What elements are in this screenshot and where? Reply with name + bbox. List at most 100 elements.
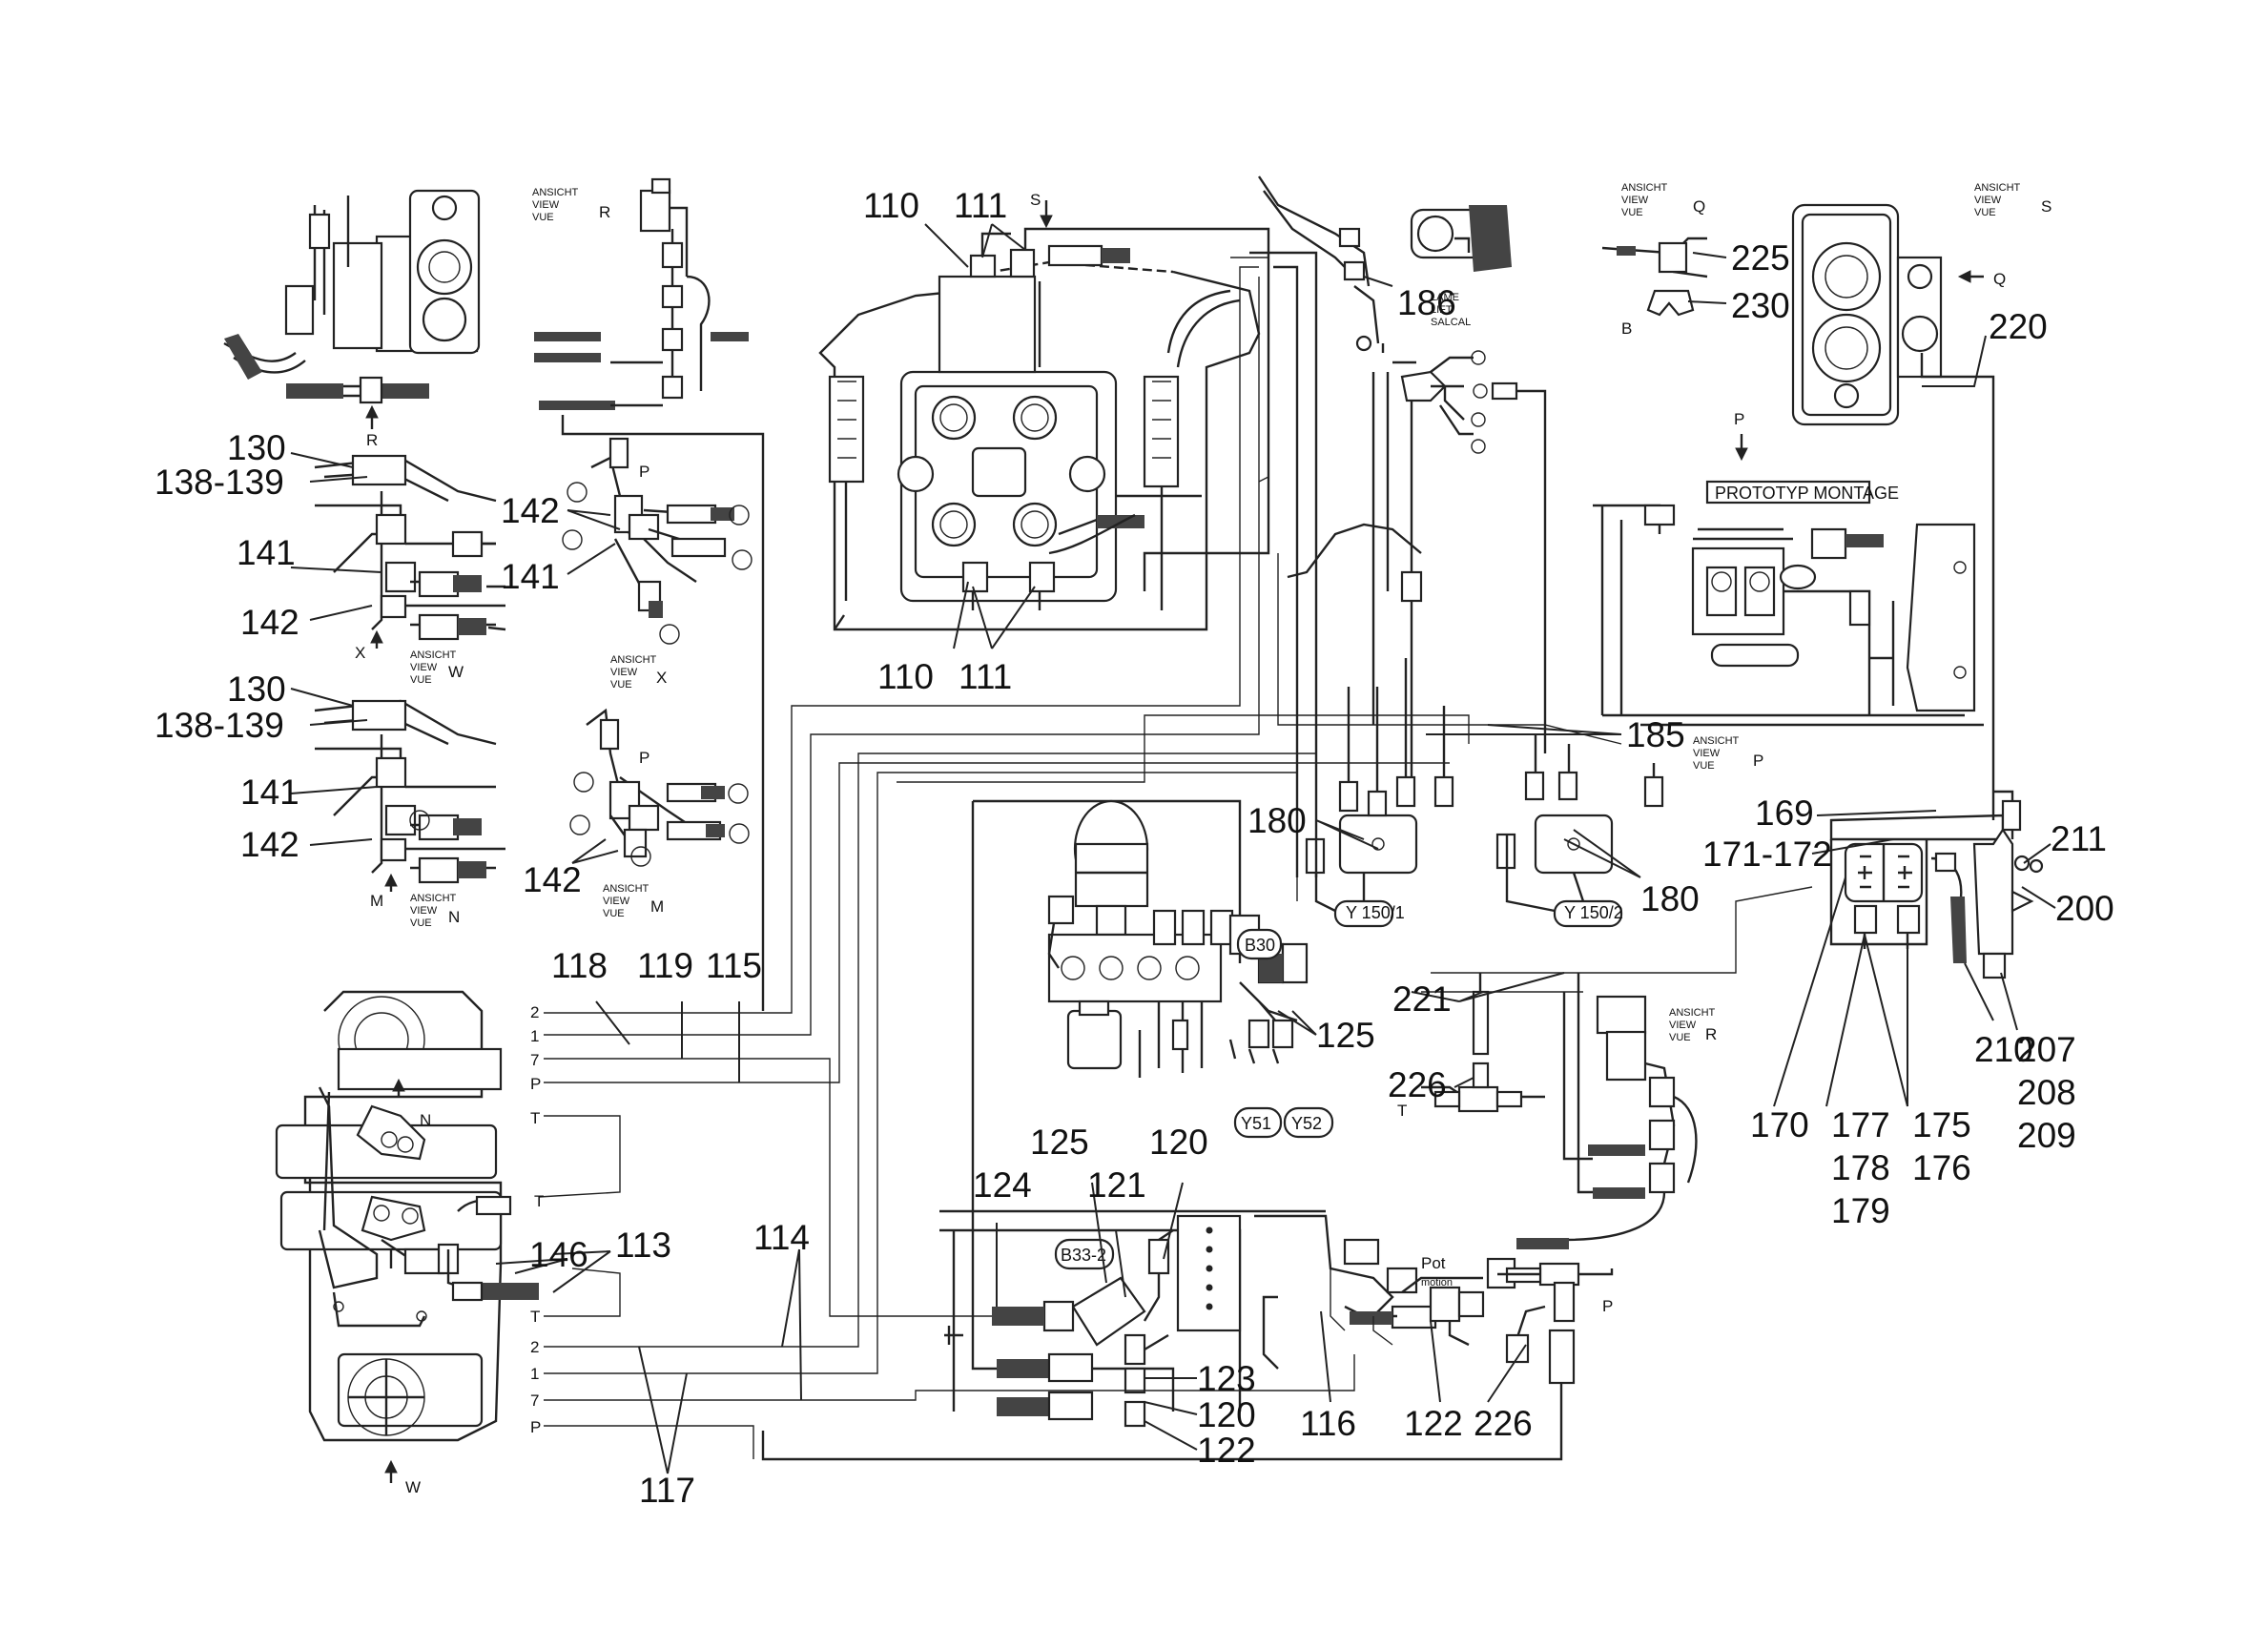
callout-115: 115: [706, 946, 762, 985]
svg-text:ANSICHT: ANSICHT: [1693, 735, 1740, 747]
callout-221: 221: [1392, 979, 1452, 1019]
svg-text:ANSICHT: ANSICHT: [410, 893, 457, 904]
callout-125-upper: 125: [1316, 1016, 1375, 1055]
port-1-upper: 1: [530, 1027, 539, 1045]
port-w-view: W: [448, 663, 464, 681]
callout-209: 209: [2017, 1116, 2076, 1155]
pump-assembly-top-left: R: [223, 189, 481, 449]
callout-117: 117: [639, 1471, 695, 1510]
svg-text:ANSICHT: ANSICHT: [1621, 182, 1668, 194]
port-2-upper: 2: [530, 1003, 539, 1021]
svg-text:LIFT: LIFT: [1431, 304, 1453, 316]
callout-171-172: 171-172: [1702, 835, 1832, 874]
manifold-y150: Y 150/1 Y 150/2 ANSICHT VIEW VUE P: [1287, 523, 1763, 928]
port-p-top: P: [639, 463, 649, 481]
solenoid-view-r-right: ANSICHT VIEW VUE R P T: [761, 973, 1717, 1461]
callout-120-lower: 120: [1197, 1395, 1256, 1434]
callout-113: 113: [615, 1226, 671, 1265]
callout-226-lower: 226: [1474, 1404, 1533, 1443]
callout-185: 185: [1626, 715, 1685, 754]
svg-text:VUE: VUE: [532, 212, 554, 223]
svg-text:VIEW: VIEW: [1693, 748, 1721, 759]
valve-block-view-s: ANSICHT VIEW VUE Q B ANSICHT VIEW VUE S …: [1601, 182, 2052, 820]
svg-text:VIEW: VIEW: [532, 199, 560, 211]
svg-text:VUE: VUE: [1621, 207, 1643, 218]
port-b-label: B: [1621, 319, 1632, 338]
port-r-view: R: [1705, 1025, 1717, 1043]
callout-111-bottom: 111: [959, 657, 1012, 696]
callout-110-top: 110: [863, 186, 919, 225]
port-t-lower: T: [530, 1308, 540, 1326]
callout-186: 186: [1397, 283, 1456, 322]
callout-122-mid: 122: [1404, 1404, 1463, 1443]
callout-130-top: 130: [227, 428, 286, 467]
port-m-view: M: [650, 897, 664, 916]
pot-motion-assembly: Pot motion: [1254, 1214, 1516, 1370]
callout-138-139-lower: 138-139: [155, 706, 284, 745]
pressure-switch: [1371, 350, 1547, 782]
callout-176: 176: [1912, 1148, 1971, 1187]
port-w-arrow: W: [405, 1478, 421, 1496]
callout-169: 169: [1755, 794, 1814, 833]
b30-label: B30: [1245, 936, 1275, 955]
port-t-small: T: [534, 1192, 544, 1210]
callout-220: 220: [1989, 307, 2048, 346]
callout-142-a: 142: [501, 491, 560, 530]
svg-text:VUE: VUE: [603, 908, 625, 919]
svg-text:motion: motion: [1421, 1277, 1453, 1288]
svg-text:ANSICHT: ANSICHT: [532, 187, 579, 198]
svg-text:VIEW: VIEW: [610, 667, 638, 678]
callout-142-c: 142: [240, 825, 299, 864]
callout-146: 146: [529, 1235, 588, 1274]
callout-130-lower: 130: [227, 670, 286, 709]
port-7-upper: 7: [530, 1051, 539, 1069]
callout-141-b: 141: [501, 557, 560, 596]
lift-lever-and-hoses: LAME LIFT SALCAL: [1249, 175, 1512, 877]
callout-numbers: 110 111 186 225 230 220 130 138-139 142 …: [155, 186, 2114, 1510]
callout-141-a: 141: [237, 533, 296, 572]
accumulator-valve-block-b30: B30 Y51 Y52: [971, 799, 1334, 1412]
port-p-left: P: [639, 749, 649, 767]
svg-text:ANSICHT: ANSICHT: [610, 654, 657, 666]
port-letters-lower: T 2 1 7 P: [530, 1308, 541, 1436]
callout-142-b: 142: [240, 603, 299, 642]
fitting-cluster-view-m: P ANSICHT VIEW VUE M: [569, 708, 750, 919]
joystick-view-w: M ANSICHT VIEW VUE N: [314, 699, 505, 929]
port-r-arrow: R: [366, 431, 378, 449]
svg-text:VIEW: VIEW: [1669, 1020, 1697, 1031]
callout-230: 230: [1731, 286, 1790, 325]
port-q-arrow: Q: [1993, 270, 2006, 288]
port-p-lower: P: [530, 1418, 541, 1436]
callout-141-c: 141: [240, 773, 299, 812]
svg-text:VIEW: VIEW: [1974, 195, 2002, 206]
port-p-view: P: [1734, 410, 1744, 428]
port-n-view: N: [448, 908, 460, 926]
callout-125-lower: 125: [1030, 1123, 1089, 1162]
leader-lines: [290, 223, 2056, 1474]
prototype-mounting-view-p: P PROTOTYP MONTAGE: [1593, 410, 1984, 727]
svg-text:VUE: VUE: [610, 679, 632, 691]
svg-text:LAME: LAME: [1431, 292, 1459, 303]
callout-200: 200: [2055, 889, 2114, 928]
svg-text:Pot: Pot: [1421, 1254, 1446, 1272]
callout-122-lower: 122: [1197, 1431, 1256, 1470]
port-r-top: R: [599, 203, 610, 221]
svg-text:ANSICHT: ANSICHT: [603, 883, 649, 895]
callout-120-upper: 120: [1149, 1123, 1208, 1162]
svg-text:ANSICHT: ANSICHT: [1974, 182, 2021, 194]
callout-138-139-top: 138-139: [155, 463, 284, 502]
callout-210: 210: [1974, 1030, 2033, 1069]
svg-text:VIEW: VIEW: [603, 896, 630, 907]
svg-text:VIEW: VIEW: [410, 662, 438, 673]
callout-114: 114: [753, 1218, 810, 1257]
callout-124: 124: [973, 1165, 1032, 1205]
callout-110-bottom: 110: [877, 657, 934, 696]
y150-1-label: Y 150/1: [1346, 903, 1405, 922]
svg-text:VUE: VUE: [1693, 760, 1715, 772]
callout-178: 178: [1831, 1148, 1890, 1187]
solenoid-view-r: ANSICHT VIEW VUE R: [532, 177, 765, 1011]
port-x-view: X: [656, 669, 667, 687]
svg-text:VUE: VUE: [410, 917, 432, 929]
joystick-view-x: X ANSICHT VIEW VUE W: [314, 454, 506, 686]
